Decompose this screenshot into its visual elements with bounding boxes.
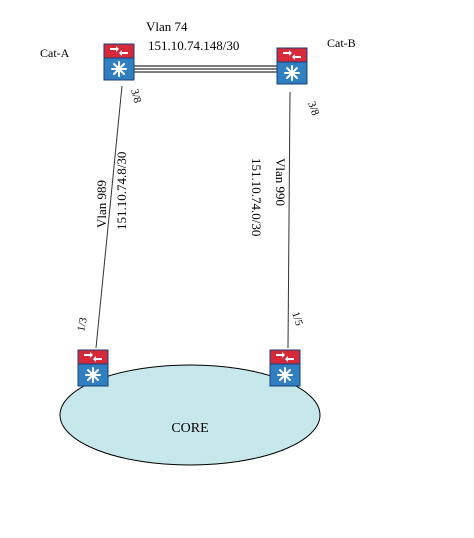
cat-b-label: Cat-B	[327, 36, 356, 50]
vlan74-subnet-label: 151.10.74.148/30	[148, 38, 239, 53]
link-vlan989	[95, 85, 123, 349]
vlan74-name-label: Vlan 74	[146, 19, 188, 34]
port-core-right-label: 1/5	[289, 310, 305, 328]
link-vlan990	[287, 91, 291, 349]
vlan990-subnet-label: 151.10.74.0/30	[249, 158, 264, 236]
port-cat-a-label: 3/8	[128, 88, 143, 105]
switch-core-right	[269, 349, 301, 387]
vlan990-name-label: Vlan 990	[273, 158, 288, 206]
port-core-left-label: 1/3	[75, 316, 90, 333]
link-vlan74	[134, 65, 278, 73]
vlan989-subnet-label: 151.10.74.8/30	[114, 152, 129, 230]
switch-cat-b	[276, 47, 308, 85]
switch-core-left	[77, 349, 109, 387]
core-label: CORE	[171, 421, 208, 436]
core-ellipse	[59, 364, 321, 466]
switch-cat-a	[103, 43, 135, 81]
vlan989-name-label: Vlan 989	[94, 180, 109, 228]
cat-a-label: Cat-A	[40, 46, 70, 60]
port-cat-b-label: 3/8	[305, 100, 321, 118]
